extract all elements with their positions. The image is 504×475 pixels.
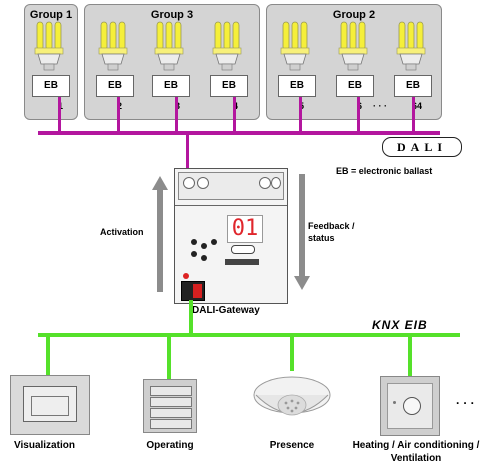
gateway-button-3[interactable] bbox=[211, 239, 217, 245]
activation-arrow bbox=[152, 176, 168, 292]
gateway-terminal-4 bbox=[271, 177, 281, 189]
lamp-icon-6 bbox=[338, 21, 368, 71]
thermostat-led bbox=[393, 401, 396, 404]
gateway-display: 01 bbox=[227, 215, 263, 243]
device-label-presence: Presence bbox=[269, 440, 315, 451]
ballast-4: EB bbox=[210, 75, 248, 97]
feedback-arrow bbox=[294, 174, 310, 290]
device-label-hvac-2: Ventilation bbox=[390, 453, 442, 464]
device-label-hvac-1: Heating / Air conditioning / bbox=[352, 440, 480, 451]
ballast-64: EB bbox=[394, 75, 432, 97]
gateway-small-dali-logo bbox=[231, 245, 255, 254]
hvac-thermostat-icon bbox=[380, 376, 440, 436]
lamp-icon-5 bbox=[280, 21, 310, 71]
feedback-label-1: Feedback / bbox=[308, 221, 355, 231]
knx-bus-line bbox=[38, 333, 460, 337]
dali-drop-1 bbox=[58, 97, 61, 133]
devices-ellipsis: · · · bbox=[456, 396, 475, 410]
dali-drop-3 bbox=[175, 97, 178, 133]
gateway-terminal-2 bbox=[197, 177, 209, 189]
presence-detector-icon bbox=[253, 376, 331, 416]
visualization-panel-icon bbox=[10, 375, 90, 435]
gateway-button-5[interactable] bbox=[201, 255, 207, 261]
feedback-label-2: status bbox=[308, 233, 335, 243]
device-label-operating: Operating bbox=[146, 440, 194, 451]
lamp-icon-4 bbox=[212, 21, 242, 71]
knx-logo-text: KNX EIB bbox=[372, 318, 428, 332]
knx-drop-hvac bbox=[408, 335, 412, 377]
gateway-terminal-1 bbox=[183, 177, 195, 189]
gateway-button-2[interactable] bbox=[201, 243, 207, 249]
device-label-visualization: Visualization bbox=[14, 440, 75, 451]
pushbutton-rocker-1 bbox=[150, 386, 192, 396]
dali-drop-4 bbox=[233, 97, 236, 133]
visualization-screen-inner bbox=[31, 396, 69, 416]
gateway-knx-connector bbox=[181, 281, 205, 301]
gateway-knx-connector-red bbox=[193, 284, 202, 298]
dali-gateway-device: 01 bbox=[174, 168, 288, 304]
lamps-layer bbox=[34, 21, 426, 71]
ballast-6: EB bbox=[336, 75, 374, 97]
ballast-address-64: 64 bbox=[412, 101, 423, 111]
group-3-title: Group 3 bbox=[150, 9, 194, 21]
dali-bus-line bbox=[38, 131, 440, 135]
gateway-terminal-3 bbox=[259, 177, 271, 189]
gateway-small-knx-logo bbox=[225, 259, 259, 265]
dali-drop-5 bbox=[299, 97, 302, 133]
knx-gateway-drop bbox=[189, 300, 193, 335]
knx-logo: KNX EIB bbox=[372, 318, 462, 332]
group-2-title: Group 2 bbox=[332, 9, 376, 21]
eb-legend: EB = electronic ballast bbox=[336, 166, 433, 176]
ballast-3: EB bbox=[152, 75, 190, 97]
thermostat-knob-icon bbox=[403, 397, 421, 415]
lamp-icon-1 bbox=[34, 21, 64, 71]
lamp-icon-2 bbox=[98, 21, 128, 71]
activation-label: Activation bbox=[100, 227, 144, 237]
dali-logo: DALI bbox=[382, 137, 462, 157]
pushbutton-rocker-4 bbox=[150, 419, 192, 429]
operating-pushbutton-icon bbox=[143, 379, 197, 433]
knx-drop-visualization bbox=[46, 335, 50, 375]
knx-drop-presence bbox=[290, 335, 294, 371]
pushbutton-rocker-2 bbox=[150, 397, 192, 407]
gateway-display-value: 01 bbox=[231, 216, 259, 241]
gateway-button-1[interactable] bbox=[191, 239, 197, 245]
dali-logo-text: DALI bbox=[396, 140, 447, 154]
dali-gateway-drop bbox=[186, 133, 189, 173]
ballast-5: EB bbox=[278, 75, 316, 97]
dali-drop-2 bbox=[117, 97, 120, 133]
gateway-label: DALI-Gateway bbox=[192, 305, 260, 316]
gateway-button-4[interactable] bbox=[191, 251, 197, 257]
pushbutton-rocker-3 bbox=[150, 408, 192, 418]
group-1-title: Group 1 bbox=[29, 9, 73, 21]
ballast-ellipsis: · · · bbox=[373, 101, 387, 111]
knx-drop-operating bbox=[167, 335, 171, 379]
lamp-icon-3 bbox=[154, 21, 184, 71]
gateway-led bbox=[183, 273, 189, 279]
dali-drop-64 bbox=[412, 97, 415, 133]
ballast-2: EB bbox=[96, 75, 134, 97]
ballast-1: EB bbox=[32, 75, 70, 97]
lamp-icon-64 bbox=[396, 21, 426, 71]
dali-drop-6 bbox=[357, 97, 360, 133]
gateway-separator bbox=[175, 205, 287, 206]
